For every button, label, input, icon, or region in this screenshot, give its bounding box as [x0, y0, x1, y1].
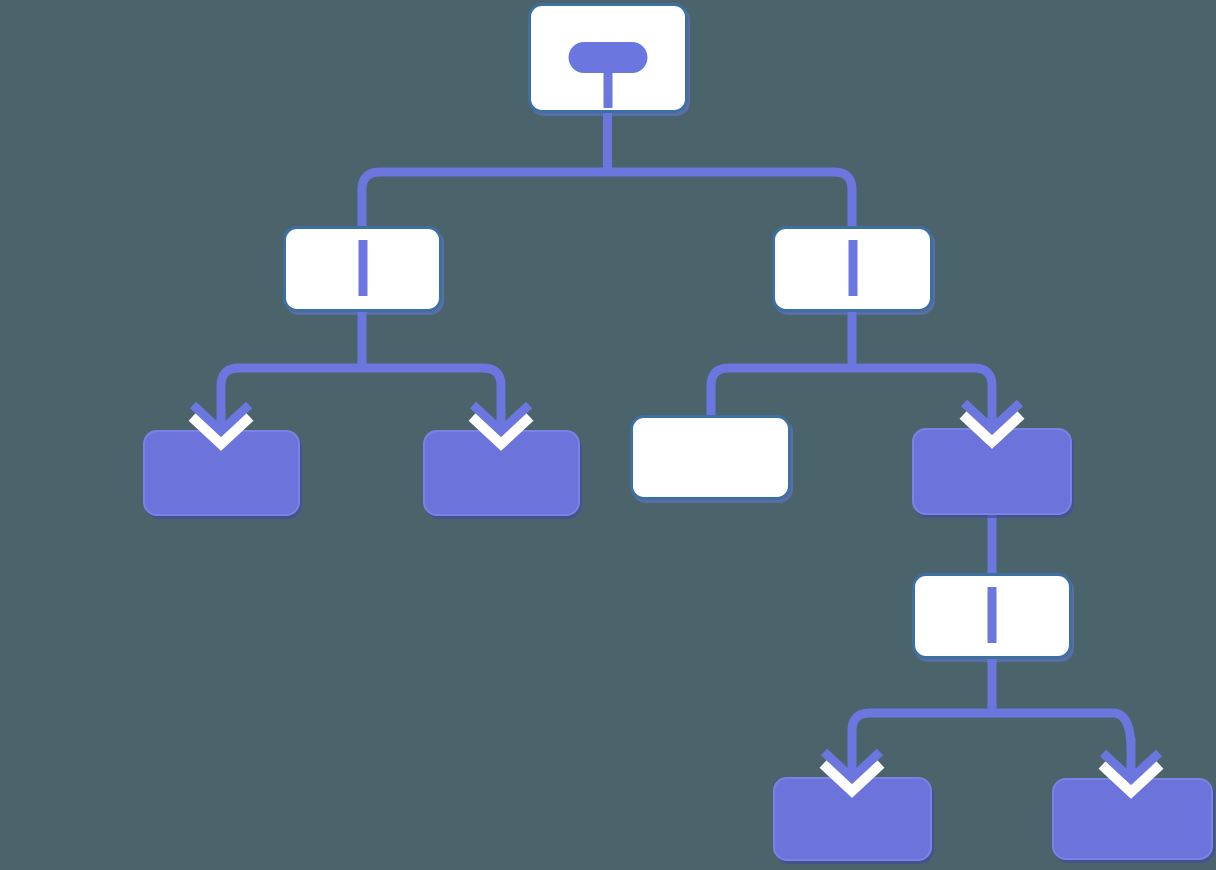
- vertical-line-icon: [358, 240, 367, 296]
- pill-stem-icon: [603, 70, 613, 108]
- connector-branch-right-split: [706, 363, 997, 417]
- branch-node-right[interactable]: [772, 226, 933, 312]
- connector-branch-left-split: [216, 363, 506, 402]
- vertical-line-icon: [987, 587, 997, 643]
- leaf-node-bottom-2[interactable]: [1052, 778, 1213, 860]
- root-node[interactable]: [528, 3, 688, 113]
- branch-node-left[interactable]: [283, 226, 442, 312]
- pill-icon: [568, 42, 648, 73]
- branch-node-bottom[interactable]: [912, 573, 1072, 659]
- connector-branch-bottom-split: [847, 708, 1136, 751]
- leaf-node-left-2[interactable]: [423, 430, 580, 516]
- leaf-node-right-1[interactable]: [630, 415, 791, 500]
- leaf-node-bottom-1[interactable]: [773, 777, 932, 861]
- vertical-line-icon: [848, 240, 857, 296]
- node-right-2[interactable]: [912, 428, 1072, 515]
- leaf-node-left-1[interactable]: [143, 430, 300, 516]
- connector-root-split: [357, 167, 857, 226]
